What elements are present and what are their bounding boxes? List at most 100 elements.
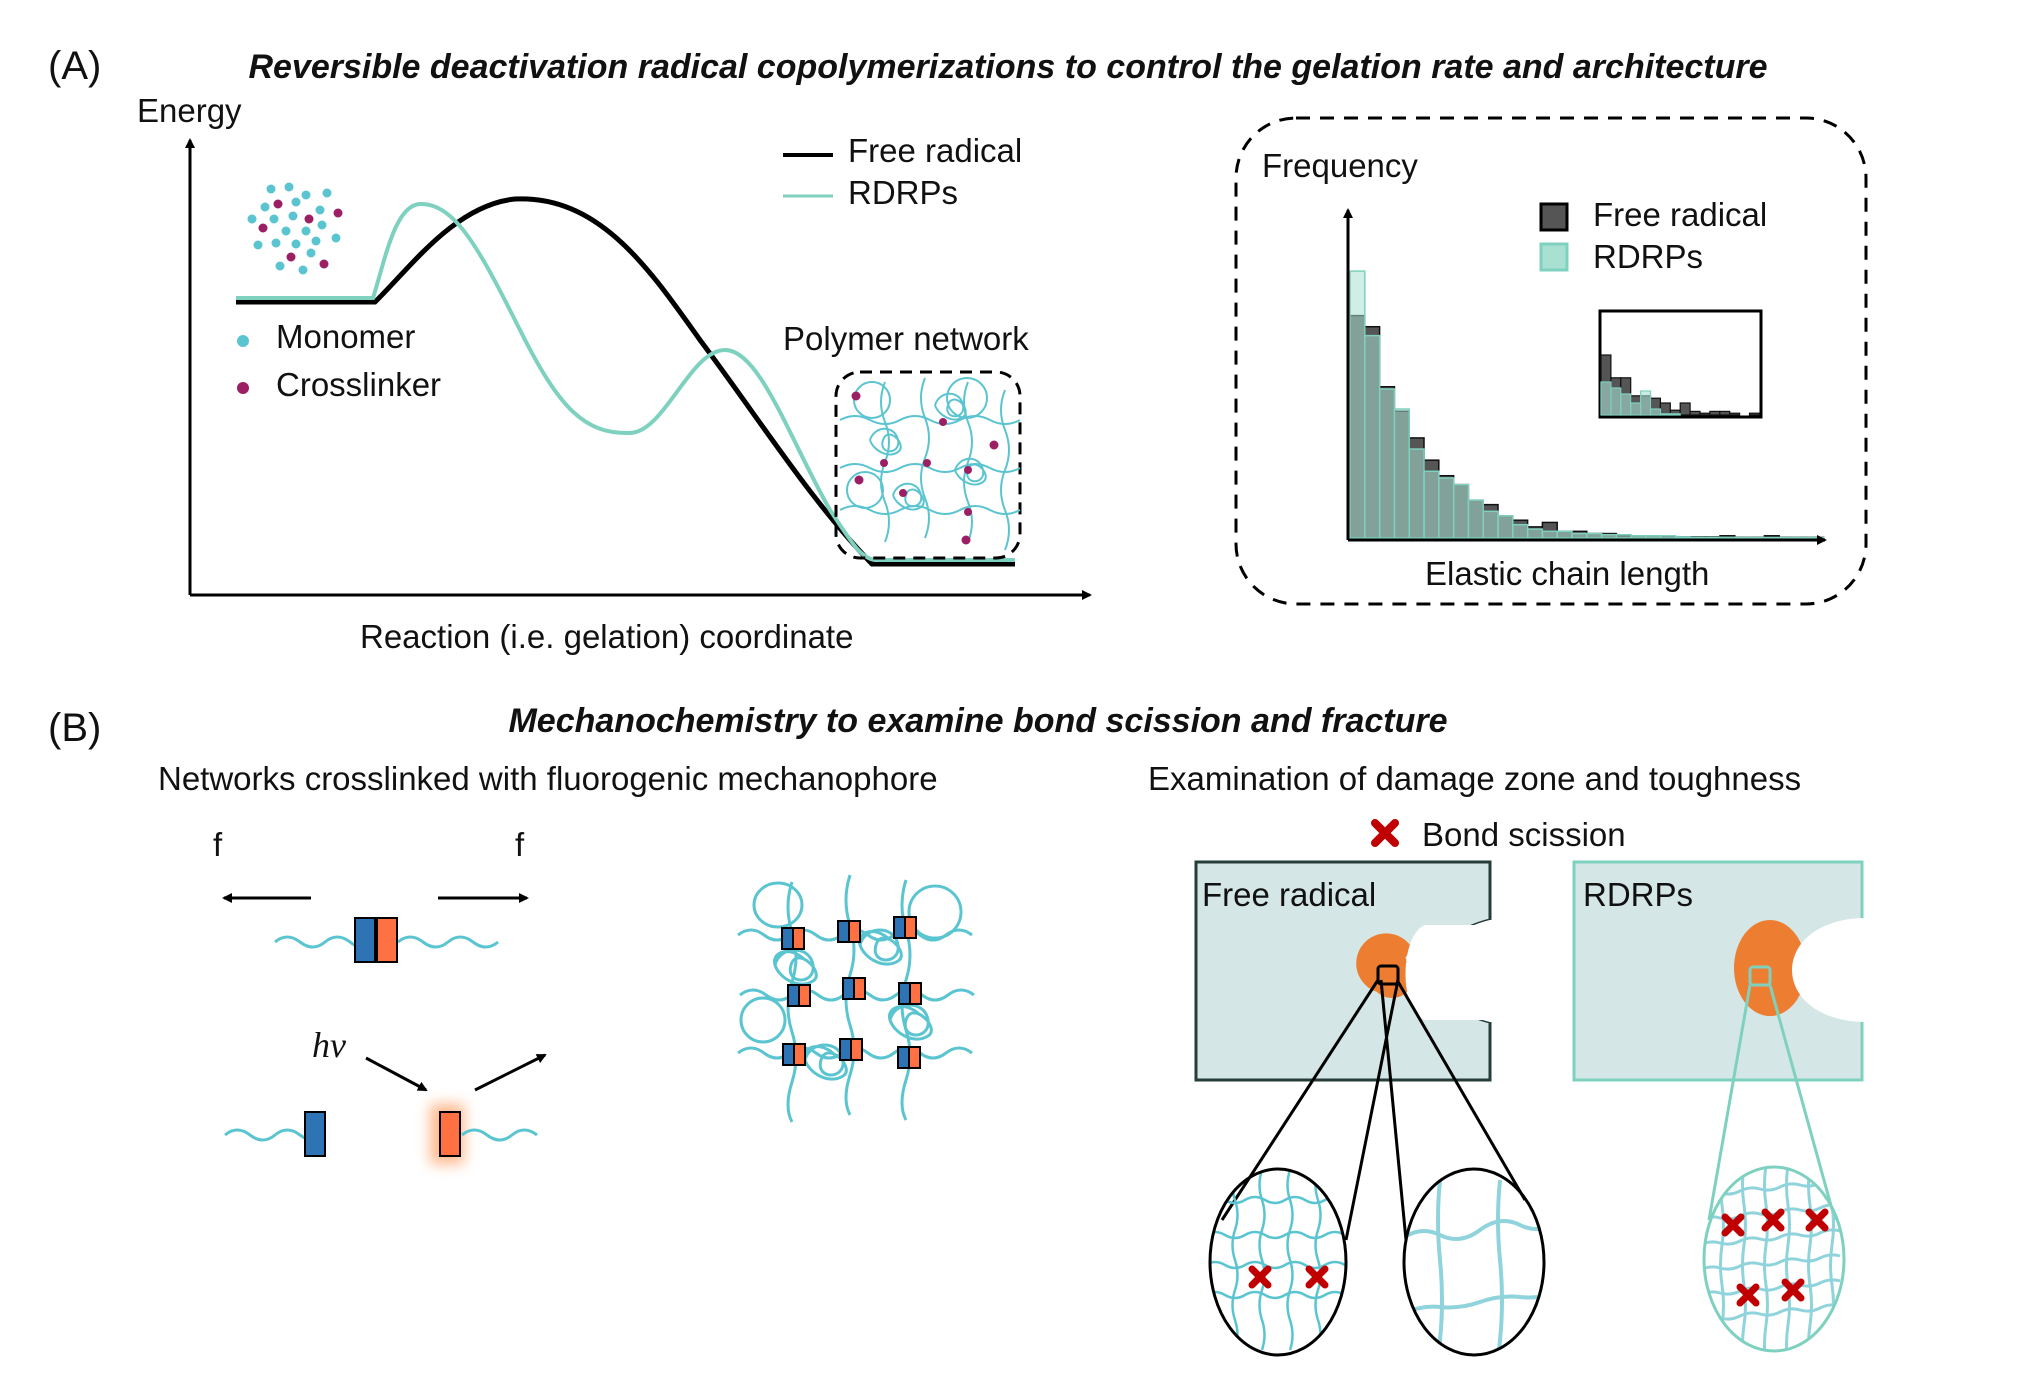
frequency-axis-label: Frequency bbox=[1262, 147, 1418, 184]
crosslinker-dot bbox=[319, 259, 329, 269]
mechanophore-icon bbox=[792, 927, 805, 950]
cleaved-blue-fragment bbox=[304, 1111, 326, 1157]
crosslinker-label: Crosslinker bbox=[276, 366, 442, 403]
force-label-right: f bbox=[515, 826, 525, 863]
inset-bar-rdrps bbox=[1610, 387, 1622, 416]
bond-scission-icon bbox=[1781, 1278, 1805, 1302]
monomer-dot bbox=[322, 188, 332, 198]
crosslinker-dot bbox=[286, 252, 296, 262]
bar-rdrps bbox=[1378, 388, 1396, 539]
inset-bar-free-radical bbox=[1719, 410, 1731, 416]
inset-bar-rdrps bbox=[1639, 390, 1652, 416]
mechanophore-icon bbox=[908, 1046, 921, 1069]
bar-rdrps bbox=[1526, 528, 1544, 539]
monomer-label: Monomer bbox=[276, 318, 416, 355]
histogram-panel bbox=[1234, 116, 1868, 606]
magnified-view-damage bbox=[1208, 1167, 1348, 1357]
bond-scission-icon bbox=[1721, 1213, 1745, 1237]
mechanophore-icon bbox=[798, 984, 811, 1007]
bar-rdrps bbox=[1586, 532, 1603, 539]
monomer-dot bbox=[253, 240, 263, 250]
mechanophore-icon bbox=[850, 1038, 863, 1061]
monomer-dot bbox=[315, 205, 325, 215]
inset-bar-rdrps bbox=[1600, 381, 1612, 416]
dense-network bbox=[1210, 1169, 1346, 1351]
mechanophore-icon bbox=[782, 1043, 795, 1066]
bar-rdrps bbox=[1497, 515, 1514, 539]
mechanophore-icon bbox=[787, 984, 800, 1007]
monomer-dot bbox=[269, 214, 279, 224]
bar-rdrps bbox=[1438, 477, 1455, 539]
monomer-dot bbox=[275, 261, 285, 271]
mechanophore-icon bbox=[793, 1043, 806, 1066]
force-label-left: f bbox=[213, 826, 223, 863]
mechanophore-icon bbox=[897, 1046, 910, 1069]
magnified-view-rdrps bbox=[1702, 1165, 1846, 1353]
inset-bar-free-radical bbox=[1699, 412, 1711, 416]
panel-a-label: (A) bbox=[48, 44, 102, 88]
bar-rdrps bbox=[1615, 533, 1632, 539]
monomer-dot bbox=[284, 182, 294, 192]
sparse-network bbox=[1404, 1179, 1544, 1355]
inset-bar-rdrps bbox=[1659, 413, 1671, 416]
mechanophore-icon bbox=[904, 916, 917, 939]
crosslinker-dot bbox=[258, 223, 268, 233]
bar-rdrps bbox=[1349, 270, 1366, 539]
sample-label-free-radical: Free radical bbox=[1202, 876, 1377, 913]
bar-rdrps bbox=[1556, 530, 1573, 539]
monomer-dot bbox=[291, 239, 301, 249]
bond-scission-legend-label: Bond scission bbox=[1422, 816, 1626, 853]
inset-bar-rdrps bbox=[1669, 413, 1681, 416]
reaction-axis-label: Reaction (i.e. gelation) coordinate bbox=[360, 618, 854, 655]
polymer-network-label: Polymer network bbox=[783, 320, 1029, 357]
monomer-crosslinker-cluster bbox=[247, 182, 343, 275]
monomer-dot bbox=[247, 214, 257, 224]
energy-axis-label: Energy bbox=[137, 92, 242, 129]
crosslinker-dot-icon bbox=[237, 382, 249, 394]
mechanophore-icon bbox=[839, 1038, 852, 1061]
histogram-frame bbox=[1234, 116, 1868, 606]
crosslinker-dot bbox=[304, 214, 314, 224]
monomer-dot-icon bbox=[237, 335, 249, 347]
bar-rdrps bbox=[1482, 510, 1499, 539]
inset-bar-free-radical bbox=[1729, 412, 1741, 416]
bar-rdrps bbox=[1630, 535, 1647, 539]
bar-rdrps bbox=[1660, 535, 1677, 539]
bar-rdrps bbox=[1541, 530, 1558, 539]
inset-bar-rdrps bbox=[1649, 408, 1661, 416]
bar-rdrps bbox=[1393, 408, 1410, 539]
monomer-dot bbox=[301, 226, 311, 236]
rdrps-curve bbox=[236, 201, 1015, 562]
bar-rdrps bbox=[1689, 536, 1706, 539]
bar-rdrps bbox=[1674, 536, 1692, 539]
crosslinker-dot bbox=[273, 199, 283, 209]
bar-rdrps bbox=[1704, 536, 1721, 539]
bar-rdrps bbox=[1364, 334, 1381, 539]
mechanophore-icon bbox=[837, 920, 850, 943]
bar-rdrps bbox=[1512, 523, 1529, 539]
sample-label-rdrps: RDRPs bbox=[1583, 876, 1694, 913]
inset-bar-free-radical bbox=[1748, 412, 1760, 416]
monomer-dot bbox=[306, 248, 316, 258]
bond-scission-icon bbox=[1248, 1265, 1272, 1289]
polymer-chain bbox=[397, 935, 499, 949]
homogeneous-network bbox=[1704, 1167, 1841, 1351]
monomer-dot bbox=[266, 184, 276, 194]
inset-bar-free-radical bbox=[1689, 410, 1701, 416]
light-in-arrow bbox=[365, 1056, 428, 1092]
inset-bar-rdrps bbox=[1620, 393, 1632, 416]
mechanophore-icon bbox=[909, 982, 922, 1005]
monomer-dot bbox=[301, 190, 311, 200]
polymer-chain bbox=[461, 1128, 538, 1142]
bond-scission-icon bbox=[1761, 1208, 1785, 1232]
free-radical-curve bbox=[236, 196, 1015, 567]
mechanophore-schematic bbox=[222, 893, 547, 1164]
mechanophore-icon bbox=[781, 927, 794, 950]
inset-bar-free-radical bbox=[1679, 402, 1691, 416]
bond-scission-icon bbox=[1305, 1265, 1329, 1289]
mechanophore-icon bbox=[853, 977, 866, 1000]
bar-rdrps bbox=[1600, 533, 1618, 539]
bar-rdrps bbox=[1719, 536, 1736, 539]
mechanophore-icon bbox=[848, 920, 861, 943]
legend-free-radical-label: Free radical bbox=[848, 132, 1023, 169]
